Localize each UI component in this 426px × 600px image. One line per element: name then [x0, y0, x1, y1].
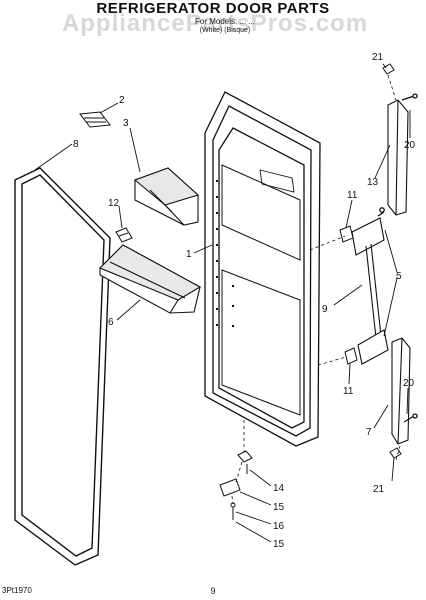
callout-13: 13	[367, 177, 379, 188]
callout-21-top: 21	[372, 52, 384, 63]
callout-16: 16	[273, 521, 285, 532]
screws-20	[377, 93, 418, 423]
door-gasket	[14, 167, 111, 566]
callout-7: 7	[366, 427, 372, 438]
callout-15-bottom: 15	[273, 539, 285, 550]
color-line: (White) (Bisque)	[199, 27, 251, 34]
callout-12: 12	[108, 198, 120, 209]
callout-5: 5	[396, 271, 402, 282]
callout-11-top: 11	[347, 190, 358, 201]
upper-door-trim	[387, 99, 409, 216]
figure-code: 3Pt1970	[2, 586, 32, 595]
assembly-guide-lines	[231, 74, 401, 505]
door-shelf-upper	[133, 167, 200, 226]
callout-1: 1	[186, 249, 192, 260]
lower-door-trim	[391, 337, 411, 445]
callout-2: 2	[119, 95, 125, 106]
callout-leaders	[34, 63, 411, 543]
screws-21	[382, 63, 402, 459]
door-handle	[351, 217, 389, 365]
door-bin	[99, 244, 202, 314]
callout-labels: 2 3 8 12 1 6 21 20 13 11 5 9 11 20 7 21 …	[73, 52, 416, 550]
watermark: AppliancePartsPros.com	[61, 10, 369, 37]
door-liner	[204, 91, 321, 447]
diagram-title: REFRIGERATOR DOOR PARTS	[96, 0, 330, 17]
callout-20-top: 20	[404, 140, 416, 151]
callout-9: 9	[322, 304, 328, 315]
shelf-clip	[115, 227, 133, 243]
callout-14: 14	[273, 483, 285, 494]
callout-15-top: 15	[273, 502, 285, 513]
hinge-parts	[219, 450, 253, 520]
door-stop-bracket	[79, 111, 111, 128]
callout-21-bottom: 21	[373, 484, 385, 495]
callout-11-bottom: 11	[343, 386, 354, 397]
models-line: For Models: ... ...	[194, 17, 255, 26]
handle-end-caps	[339, 225, 358, 365]
callout-8: 8	[73, 139, 79, 150]
callout-3: 3	[123, 118, 129, 129]
page-number: 9	[210, 586, 216, 596]
callout-6: 6	[108, 317, 114, 328]
callout-20-bottom: 20	[403, 378, 415, 389]
